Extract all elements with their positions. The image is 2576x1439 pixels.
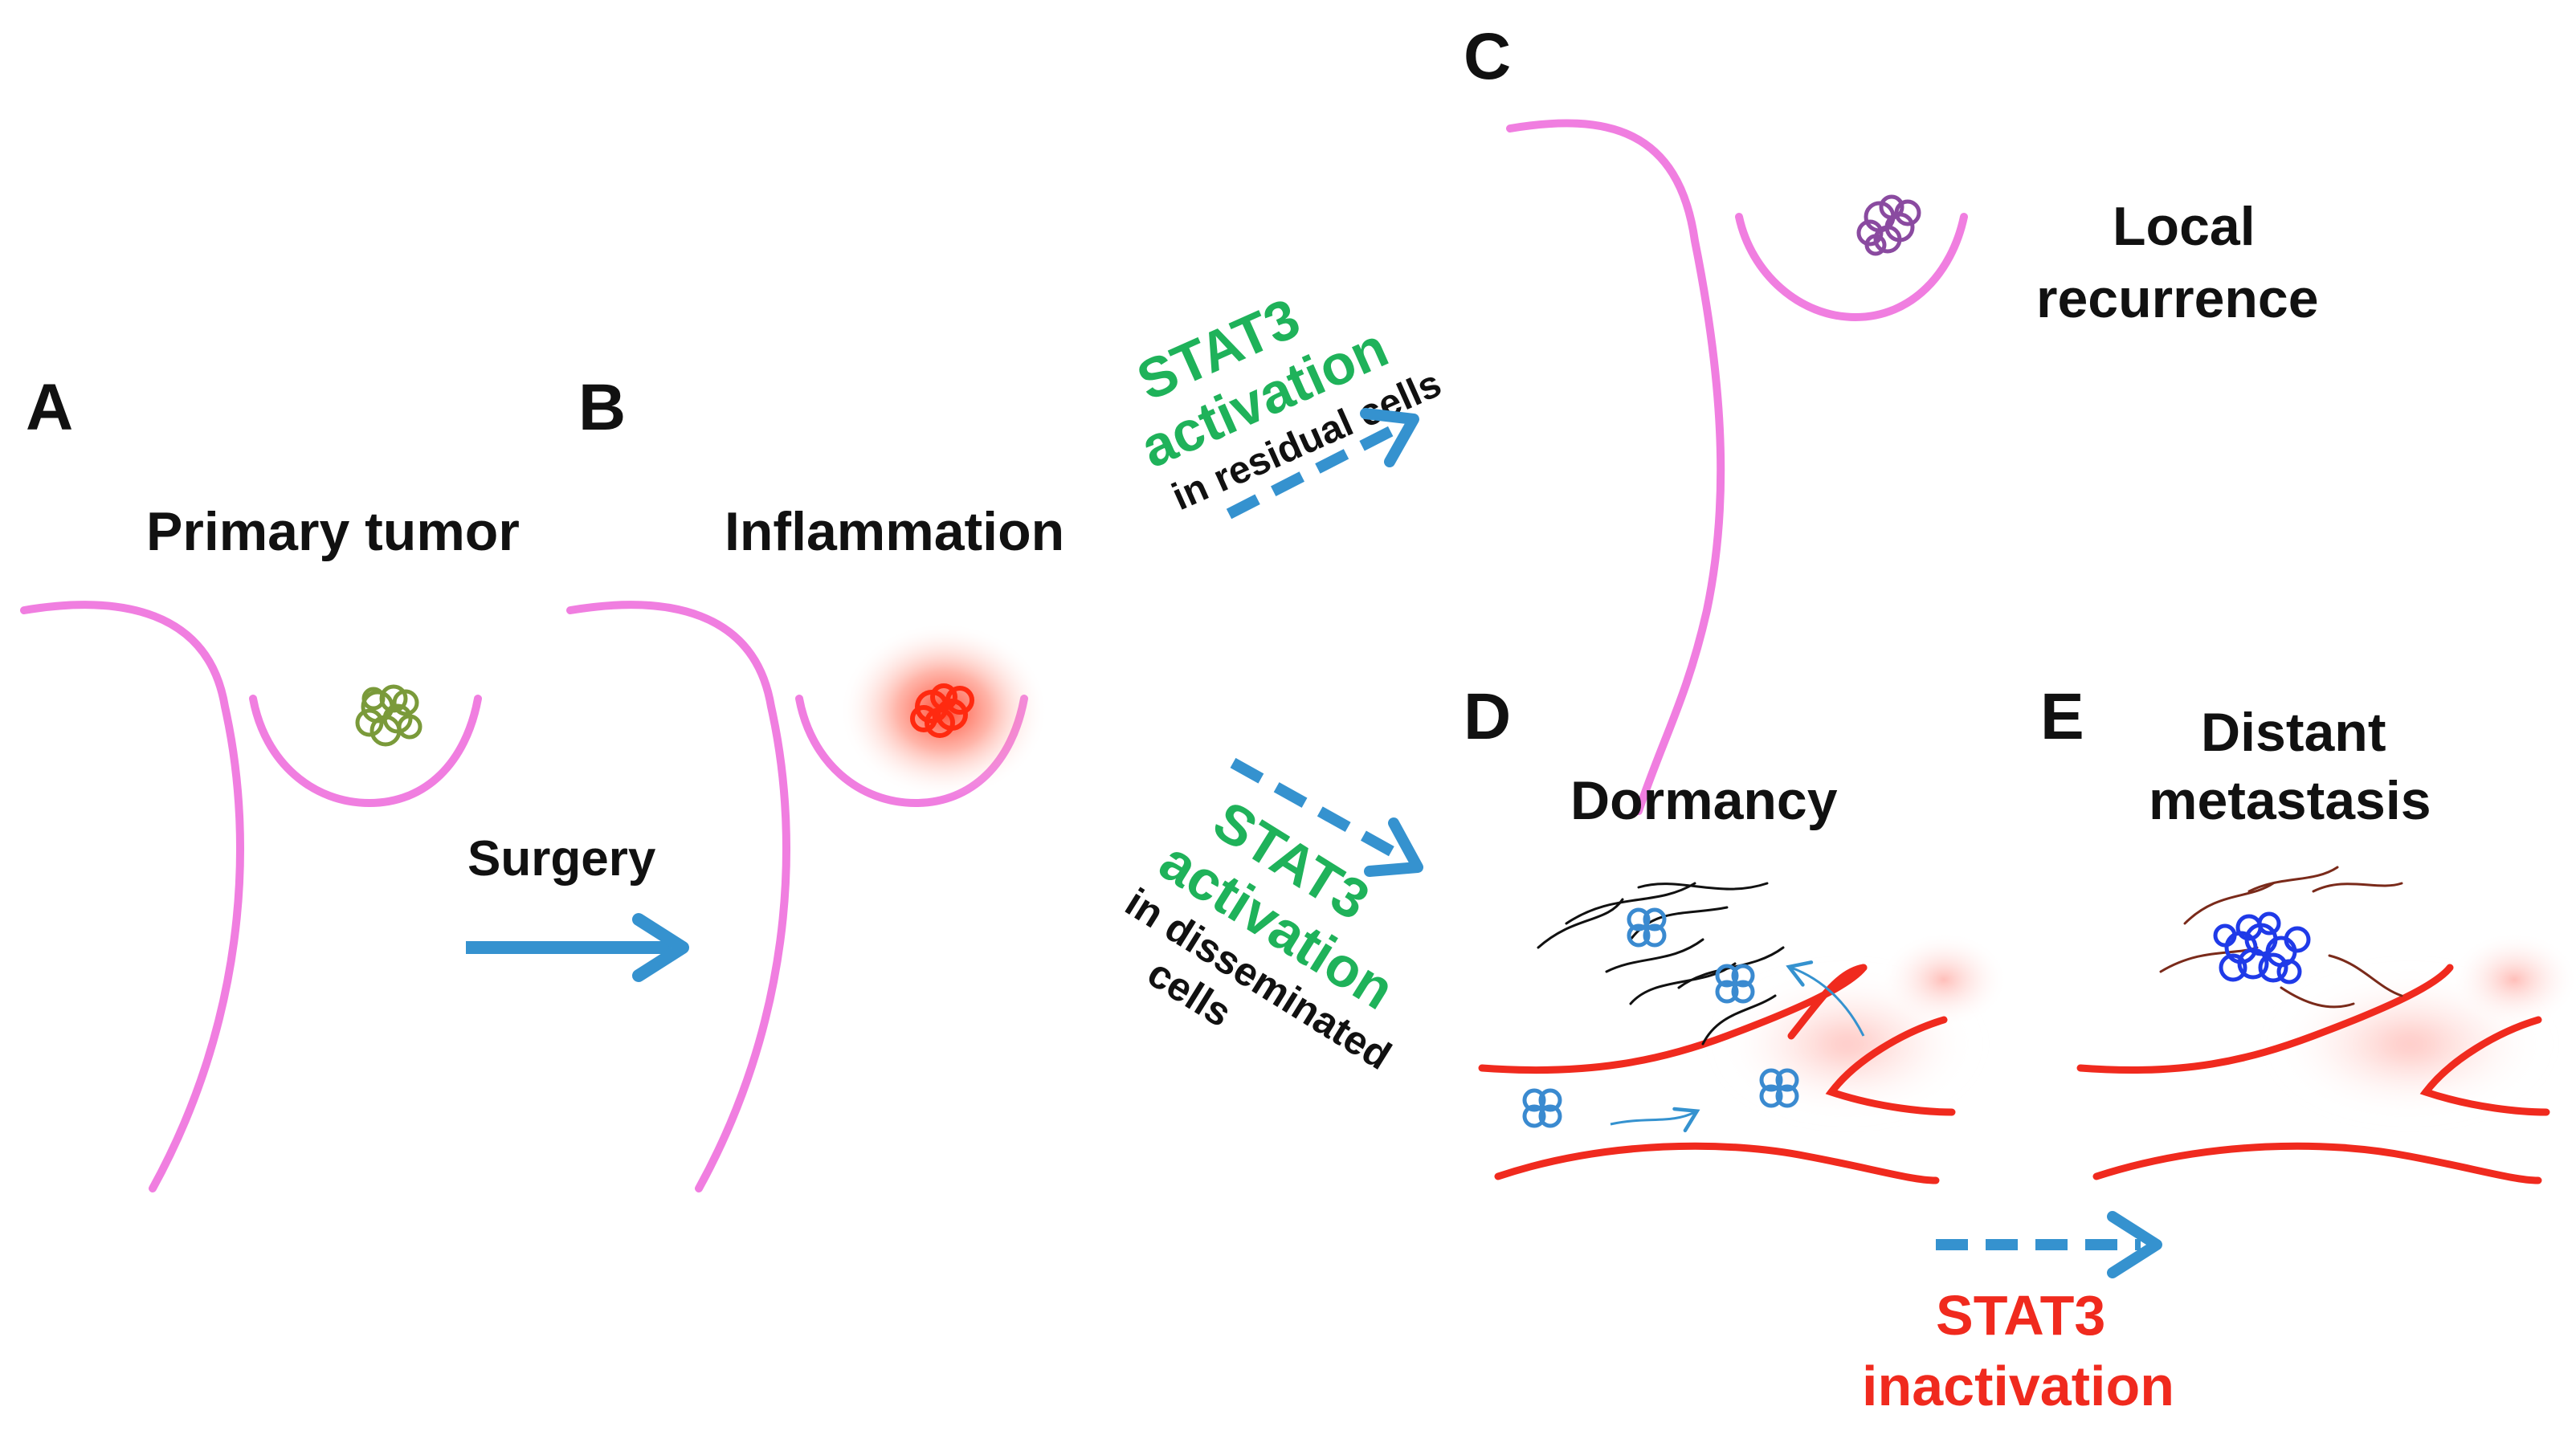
- panel-d: D Dormancy: [1464, 680, 2008, 1184]
- inflamed-tumor: [910, 683, 974, 738]
- inactivation-stat3-label: STAT3: [1936, 1284, 2105, 1347]
- primary-tumor: [355, 684, 423, 747]
- breast-outline-a: [20, 601, 245, 1192]
- blood-vessel-e: [2076, 964, 2550, 1184]
- panel-a-letter: A: [26, 371, 73, 444]
- activation-arrow-disseminated: STAT3 activation in disseminated cells: [1118, 757, 1423, 1078]
- inactivation-arrow: STAT3 inactivation: [1862, 1211, 2174, 1417]
- panel-e: E Distant metastasis: [2040, 680, 2576, 1184]
- panel-b: B Inflammation: [566, 371, 1064, 1192]
- dashed-arrow-icon: [1226, 420, 1405, 520]
- vessel-glow-d-2: [1880, 931, 2008, 1028]
- dashed-arrow-head-icon: [1364, 817, 1423, 877]
- panel-a: A Primary tumor: [20, 371, 520, 1192]
- dashed-arrow-head-icon: [1360, 408, 1419, 467]
- vessel-glow-e-2: [2450, 931, 2576, 1028]
- panel-e-letter: E: [2040, 680, 2084, 753]
- surgery-label: Surgery: [467, 831, 656, 887]
- activation-arrow-residual: STAT3 activation in residual cells: [1128, 286, 1447, 520]
- recurrent-tumor: [1856, 194, 1921, 256]
- inactivation-label: inactivation: [1862, 1355, 2174, 1417]
- panel-d-caption: Dormancy: [1570, 770, 1838, 831]
- panel-c-caption-line2: recurrence: [2036, 268, 2319, 329]
- panel-c-caption-line1: Local: [2113, 196, 2256, 257]
- panel-d-letter: D: [1464, 680, 1511, 753]
- migration-arrows: [1610, 960, 1865, 1133]
- blood-vessel-d: [1478, 964, 1956, 1184]
- breast-outline-c: [1506, 119, 1725, 815]
- panel-c-letter: C: [1464, 20, 1511, 93]
- panel-b-caption: Inflammation: [725, 501, 1064, 562]
- panel-a-caption: Primary tumor: [146, 501, 520, 562]
- dashed-arrow-icon: [1230, 757, 1409, 865]
- dormant-cell: [1522, 907, 1799, 1128]
- panel-e-caption-line2: metastasis: [2149, 770, 2431, 831]
- surgery-arrow: Surgery: [466, 831, 689, 982]
- solid-arrow-head-icon: [632, 913, 689, 982]
- breast-nipple-c: [1735, 213, 1968, 322]
- panel-b-letter: B: [578, 371, 626, 444]
- dashed-arrow-head-icon: [2107, 1211, 2162, 1278]
- panel-e-caption-line1: Distant: [2201, 702, 2386, 763]
- breast-nipple-a: [249, 695, 482, 808]
- breast-outline-b: [566, 601, 791, 1192]
- metastasis-tumor: [2213, 911, 2311, 984]
- panel-c: C Local recurrence: [1464, 20, 2319, 815]
